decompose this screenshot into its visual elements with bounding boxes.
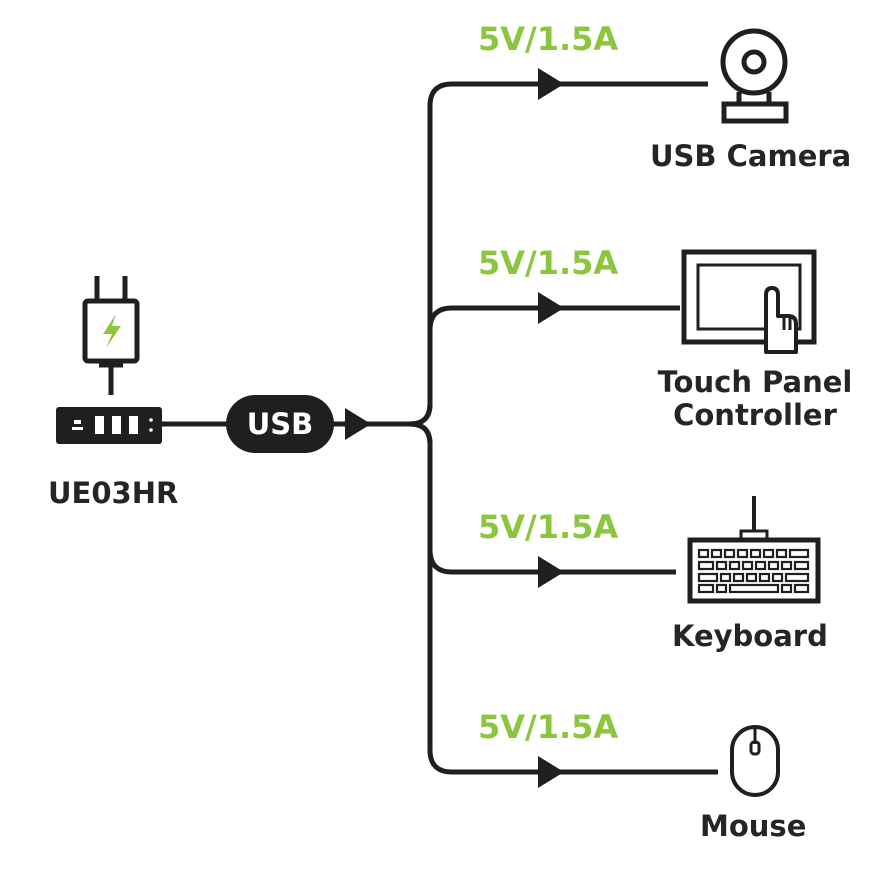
arrow-head-usb bbox=[345, 408, 371, 440]
hub-label: UE03HR bbox=[48, 476, 179, 510]
power-label-camera: 5V/1.5A bbox=[478, 20, 619, 58]
mouse-icon bbox=[730, 725, 780, 797]
power-label-mouse: 5V/1.5A bbox=[478, 708, 619, 746]
device-label-keyboard: Keyboard bbox=[672, 619, 828, 653]
device-label-camera: USB Camera bbox=[650, 139, 852, 173]
arrow-head-camera bbox=[538, 68, 564, 100]
power-label-keyboard: 5V/1.5A bbox=[478, 508, 619, 546]
connector-lines bbox=[332, 81, 718, 775]
arrow-head-mouse bbox=[538, 756, 564, 788]
usb-cable-label: USB bbox=[226, 395, 334, 453]
charger-icon bbox=[82, 276, 140, 395]
keyboard-icon bbox=[687, 496, 821, 604]
arrow-head-keyboard bbox=[538, 556, 564, 588]
usb-hub-icon bbox=[56, 407, 228, 444]
device-label-touch-panel: Touch Panel Controller bbox=[640, 365, 870, 433]
device-label-touch-panel-line-1: Touch Panel bbox=[657, 365, 853, 399]
device-label-touch-panel-line-2: Controller bbox=[673, 398, 837, 433]
device-label-mouse: Mouse bbox=[700, 809, 807, 843]
power-label-touch-panel: 5V/1.5A bbox=[478, 244, 619, 282]
camera-icon bbox=[720, 28, 789, 124]
arrow-head-touch-panel bbox=[538, 292, 564, 324]
touch-panel-icon bbox=[681, 249, 817, 354]
